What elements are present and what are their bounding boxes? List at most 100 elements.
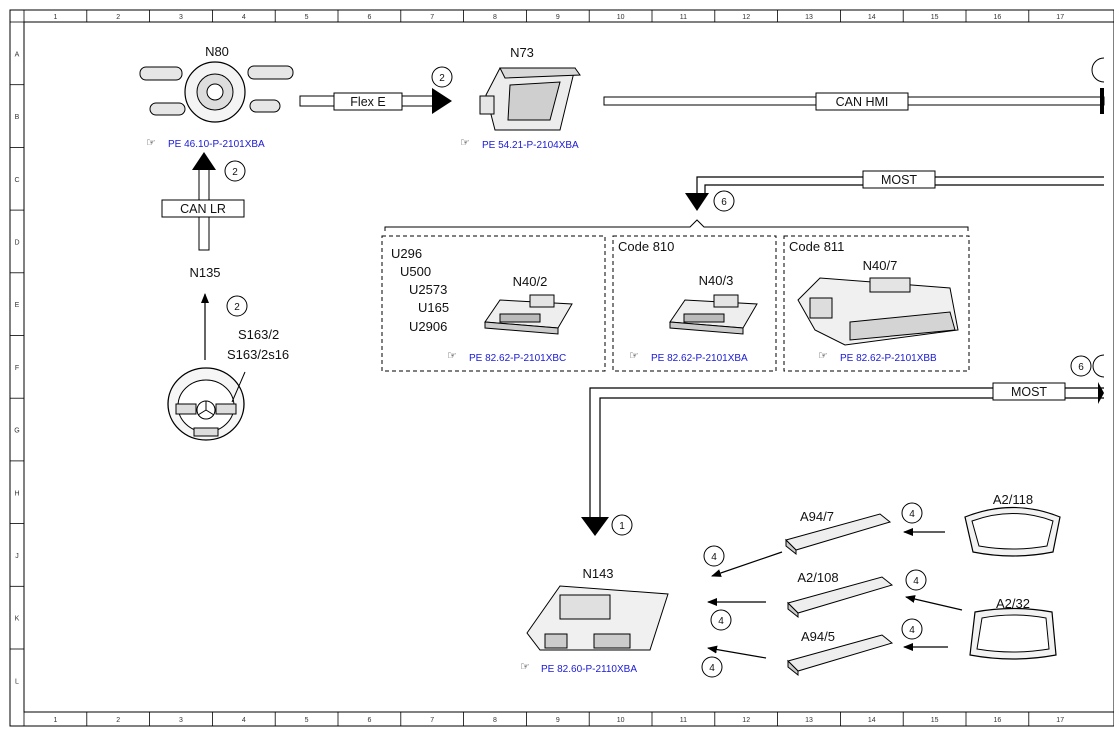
grid-col-top-1: 1 [53, 14, 57, 21]
edge-callout-mid [1092, 354, 1105, 378]
label-a2-108: A2/108 [797, 570, 838, 585]
a94-5-amplifier-icon [787, 634, 894, 677]
grid-row-left-D: D [14, 239, 19, 246]
most-top-label-box [862, 170, 936, 189]
callout-circle [226, 295, 248, 317]
callout-circle [713, 190, 735, 212]
grid-col-top-11: 11 [680, 14, 687, 21]
n80-ref-link[interactable]: PE 46.10-P-2101XBA [168, 139, 265, 150]
callout-can-lr: 2 [232, 167, 238, 178]
code-810: Code 810 [618, 239, 674, 254]
label-n73: N73 [510, 45, 534, 60]
n40-3-box [612, 235, 777, 372]
most-mid-label-box [992, 382, 1066, 401]
grid-col-bottom-8: 8 [493, 717, 497, 724]
label-n135: N135 [189, 265, 220, 280]
callout-to-n143-a: 4 [711, 552, 717, 563]
grid-col-bottom-10: 10 [617, 717, 625, 724]
n40-2-ref-link[interactable]: PE 82.62-P-2101XBC [469, 353, 566, 364]
can-hmi-label: CAN HMI [836, 95, 889, 109]
label-n40-2: N40/2 [513, 274, 548, 289]
callout-flex-e: 2 [439, 73, 445, 84]
can-hmi-label-box [815, 92, 909, 111]
arrow-a94-7-to-n143 [711, 551, 783, 577]
callout-circle [901, 618, 923, 640]
label-a94-5: A94/5 [801, 629, 835, 644]
grid-col-top-10: 10 [617, 14, 625, 21]
grid-col-bottom-4: 4 [242, 717, 246, 724]
can-hmi-bus-end [1100, 88, 1104, 114]
most-mid-label: MOST [1011, 385, 1047, 399]
grid-row-left-C: C [14, 177, 19, 184]
most-top-label: MOST [881, 173, 917, 187]
most-top-arrow-head [685, 193, 709, 211]
n73-ref-link[interactable]: PE 54.21-P-2104XBA [482, 140, 579, 151]
callout-circle [431, 66, 453, 88]
callout-circle [703, 545, 725, 567]
most-top-line-outer [696, 176, 1104, 194]
label-n80: N80 [205, 44, 229, 59]
grid-col-bottom-15: 15 [931, 717, 939, 724]
code-811: Code 811 [789, 239, 844, 254]
most-mid-line-outer [589, 387, 1104, 520]
callout-circle [224, 160, 246, 182]
label-a2-118: A2/118 [993, 492, 1033, 507]
grid-col-top-17: 17 [1056, 14, 1064, 21]
grid-row-left-G: G [14, 428, 19, 435]
flex-e-arrow-head [432, 88, 452, 114]
can-lr-label: CAN LR [180, 202, 226, 216]
grid-col-top-14: 14 [868, 14, 876, 21]
grid-col-bottom-17: 17 [1056, 717, 1064, 724]
label-n143: N143 [582, 566, 613, 581]
most-mid-line-inner [599, 397, 1104, 520]
grid-row-left-E: E [15, 302, 20, 309]
callout-to-n143-b: 4 [718, 616, 724, 627]
can-lr-label-box [161, 199, 245, 218]
most-mid-edge-arrow [1098, 382, 1104, 404]
n40-3-ref-hand-icon: ☞ [629, 350, 639, 362]
most-mid-arrow-head [581, 517, 609, 536]
edge-callout-top [1091, 57, 1105, 83]
steering-wheel-icon [167, 367, 245, 441]
n143-ref-link[interactable]: PE 82.60-P-2110XBA [541, 664, 637, 675]
n40-2-ref-hand-icon: ☞ [447, 350, 457, 362]
arrow-a2-32-to-a2-108 [905, 595, 963, 611]
code-u500: U500 [400, 264, 431, 279]
callout-circle [611, 514, 633, 536]
grid-col-top-3: 3 [179, 14, 183, 21]
n40-7-ref-link[interactable]: PE 82.62-P-2101XBB [840, 353, 937, 364]
grid-col-bottom-1: 1 [53, 717, 57, 724]
grid-col-bottom-13: 13 [805, 717, 813, 724]
grid-col-bottom-6: 6 [367, 717, 371, 724]
inner-frame [23, 21, 1114, 713]
s163-leader-line [231, 371, 246, 403]
label-s163-2s16: S163/2s16 [227, 347, 289, 362]
callout-most-mid: 6 [1078, 362, 1084, 373]
grid-col-bottom-16: 16 [994, 717, 1002, 724]
outer-frame [9, 9, 1114, 727]
flex-e-label-box [333, 92, 403, 111]
a94-7-amplifier-icon [785, 513, 892, 556]
grid-col-top-4: 4 [242, 14, 246, 21]
grid-row-left-H: H [14, 490, 19, 497]
grid-col-top-16: 16 [994, 14, 1002, 21]
callout-circle [701, 656, 723, 678]
n40-2-module-icon [484, 294, 573, 335]
code-u2906: U2906 [409, 319, 447, 334]
grid-col-top-2: 2 [116, 14, 120, 21]
callout-a2-108: 4 [913, 576, 919, 587]
n40-3-module-icon [669, 294, 758, 335]
n40-3-ref-link[interactable]: PE 82.62-P-2101XBA [651, 353, 748, 364]
grid-col-bottom-2: 2 [116, 717, 120, 724]
code-u2573: U2573 [409, 282, 447, 297]
code-u165: U165 [418, 300, 449, 315]
label-n40-7: N40/7 [863, 258, 898, 273]
grid-row-left-J: J [15, 553, 19, 560]
grid-col-bottom-9: 9 [556, 717, 560, 724]
grid-col-top-12: 12 [742, 14, 750, 21]
grid-col-bottom-3: 3 [179, 717, 183, 724]
callout-n143-in: 1 [619, 521, 625, 532]
grid-col-bottom-11: 11 [680, 717, 687, 724]
callout-most-top: 6 [721, 197, 727, 208]
arrow-a94-5-to-n143 [707, 645, 767, 659]
